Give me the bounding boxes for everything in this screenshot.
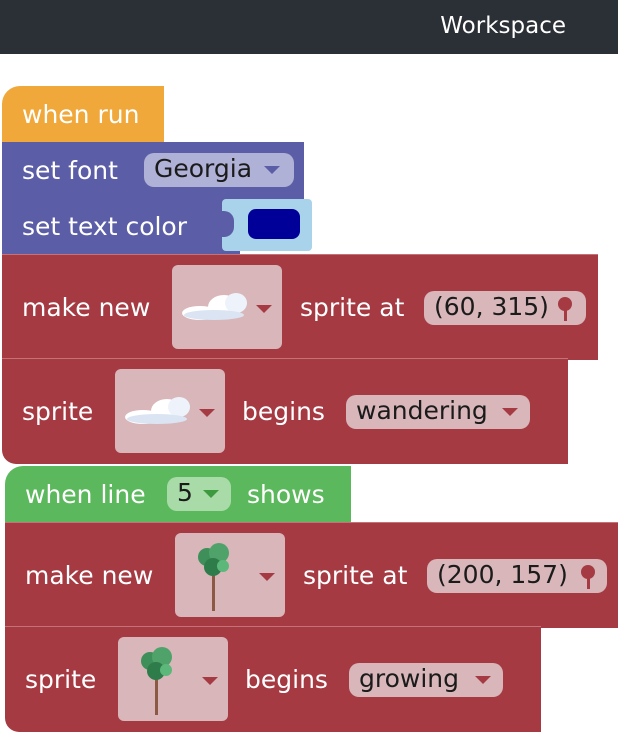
location-pin-icon [558,297,572,311]
when-run-block[interactable]: when run [2,86,164,144]
behavior-dropdown[interactable]: growing [349,663,503,697]
cloud-icon [125,397,190,424]
chevron-down-icon [259,573,275,581]
sprite-image-dropdown[interactable] [118,637,228,721]
behavior-value: growing [359,664,459,693]
workspace-title: Workspace [440,13,566,39]
sprite-image-dropdown[interactable] [175,533,285,617]
position-field[interactable]: (60, 315) [424,291,586,325]
set-text-color-block[interactable]: set text color [2,198,240,256]
sprite-at-label: sprite at [300,293,405,322]
set-text-color-label: set text color [22,212,188,241]
sprite-image-dropdown[interactable] [172,265,282,349]
tree-icon [141,647,172,715]
font-value: Georgia [154,154,253,183]
when-line-label: when line [25,480,146,509]
make-tree-sprite-block[interactable]: make new sprite at (200, 157) [5,522,618,628]
line-number-dropdown[interactable]: 5 [167,477,231,511]
sprite-begins-growing-block[interactable]: sprite begins growing [5,626,541,732]
chevron-down-icon [502,408,518,416]
sprite-label: sprite [25,665,97,694]
color-swatch [248,209,300,239]
chevron-down-icon [475,676,491,684]
begins-label: begins [245,665,328,694]
make-cloud-sprite-block[interactable]: make new sprite at (60, 315) [2,254,598,360]
set-font-block[interactable]: set font Georgia [2,142,304,200]
sprite-label: sprite [22,397,94,426]
set-font-label: set font [22,156,118,185]
when-run-label: when run [22,100,140,129]
sprite-at-label: sprite at [303,561,408,590]
sprite-image-dropdown[interactable] [115,369,225,453]
position-field[interactable]: (200, 157) [427,559,607,593]
cloud-icon [182,293,247,320]
chevron-down-icon [202,677,218,685]
make-new-label: make new [22,293,151,322]
begins-label: begins [242,397,325,426]
chevron-down-icon [256,305,272,313]
tree-icon [198,543,229,611]
shows-label: shows [247,480,325,509]
sprite-begins-wandering-block[interactable]: sprite begins wandering [2,358,568,464]
location-pin-stem [564,309,567,321]
location-pin-stem [587,577,590,589]
position-value: (60, 315) [434,292,549,321]
make-new-label: make new [25,561,154,590]
chevron-down-icon [199,409,215,417]
puzzle-tab [218,211,234,237]
chevron-down-icon [203,490,219,498]
top-bar: Workspace [0,0,618,54]
line-number-value: 5 [177,478,193,507]
behavior-value: wandering [356,396,488,425]
font-dropdown[interactable]: Georgia [144,153,294,187]
chevron-down-icon [264,166,280,174]
behavior-dropdown[interactable]: wandering [346,395,530,429]
location-pin-icon [581,565,595,579]
color-picker[interactable] [218,199,312,251]
when-line-shows-block[interactable]: when line 5 shows [5,466,351,524]
position-value: (200, 157) [437,560,568,589]
